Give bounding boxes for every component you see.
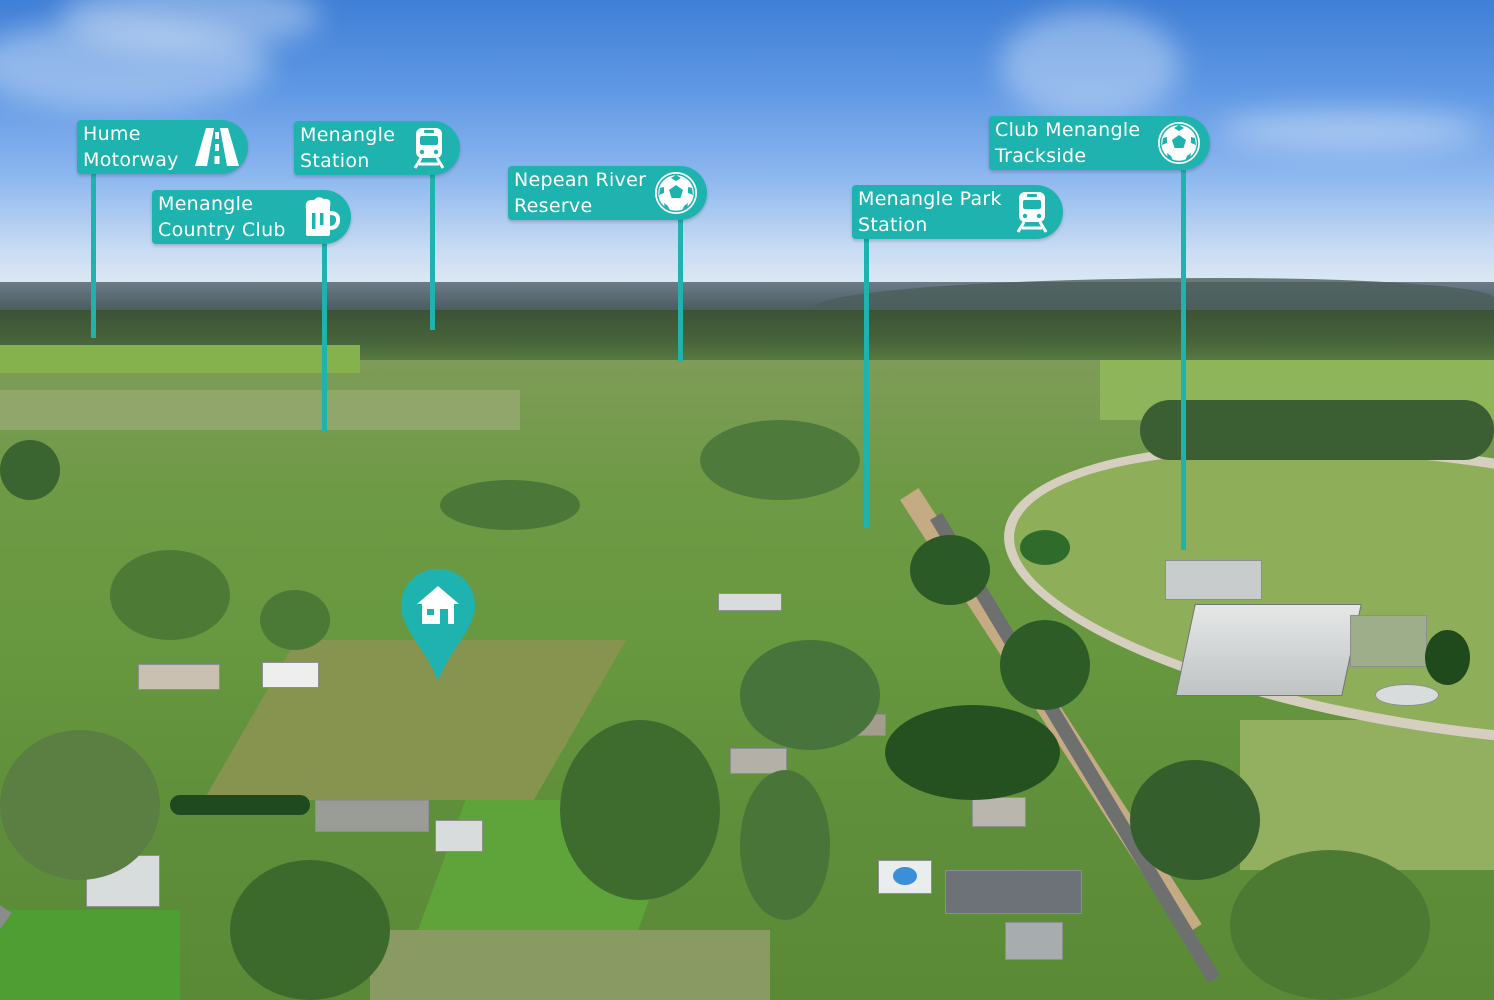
building [730,748,787,774]
subject-property-pin[interactable] [399,567,477,683]
tree-cluster [700,420,860,500]
callout-menangle-country-club[interactable]: Menangle Country Club [152,190,351,244]
callout-hume-motorway[interactable]: Hume Motorway [77,120,248,174]
tree [740,770,830,920]
tree-cluster [1230,850,1430,1000]
callout-menangle-park-station[interactable]: Menangle Park Station [852,185,1063,239]
field [370,930,770,1000]
tree [1020,530,1070,565]
house-with-solar [945,870,1082,914]
house [972,797,1026,827]
field [0,390,520,430]
sky [0,0,1494,295]
house-icon [417,586,459,624]
tree-cluster [110,550,230,640]
tree-cluster [560,720,720,900]
tree-cluster [440,480,580,530]
lawn [0,910,180,1000]
round-building [1375,684,1439,706]
callout-label: Hume Motorway [83,123,179,171]
tree-cluster [0,730,160,880]
swimming-pool [893,867,917,885]
soccer-ball-icon [653,170,699,216]
tree-cluster [230,860,390,1000]
cloud [1220,110,1480,150]
train-icon [406,125,452,171]
shed [435,820,483,852]
callout-menangle-station[interactable]: Menangle Station [294,121,460,175]
callout-stem-nepean-river-reserve [678,220,683,362]
callout-club-menangle-trackside[interactable]: Club Menangle Trackside [989,116,1210,170]
tree [0,440,60,500]
callout-stem-menangle-park-station [864,239,869,528]
tree-cluster [740,640,880,750]
shed [315,800,429,832]
tree-cluster [1130,760,1260,880]
motorway-icon [194,124,240,170]
callout-nepean-river-reserve[interactable]: Nepean River Reserve [508,166,707,220]
beer-mug-icon [297,194,343,240]
house [262,662,319,688]
callout-label: Menangle Station [300,124,396,172]
building [1350,615,1427,667]
tree-cluster [885,705,1060,800]
tree [1000,620,1090,710]
house [138,664,220,690]
cloud [1000,10,1180,120]
building [718,593,782,611]
cloud [0,20,270,110]
callout-label: Menangle Country Club [158,193,286,241]
field [1240,720,1494,870]
hedge [170,795,310,815]
callout-stem-menangle-country-club [322,244,327,432]
soccer-ball-icon [1156,120,1202,166]
grandstand-roof [1175,604,1362,696]
callout-stem-menangle-station [430,175,435,330]
house [1005,922,1063,960]
callout-stem-club-menangle-trackside [1181,170,1186,550]
tree [1425,630,1470,685]
tree [260,590,330,650]
tree [910,535,990,605]
callout-label: Nepean River Reserve [514,169,647,217]
pool-area [878,860,932,894]
map-pin-icon [401,569,475,681]
tree-line [1140,400,1494,460]
callout-label: Club Menangle Trackside [995,119,1141,167]
building [1165,560,1262,600]
callout-stem-hume-motorway [91,174,96,338]
field [0,345,360,373]
callout-label: Menangle Park Station [858,188,1002,236]
train-icon [1009,189,1055,235]
